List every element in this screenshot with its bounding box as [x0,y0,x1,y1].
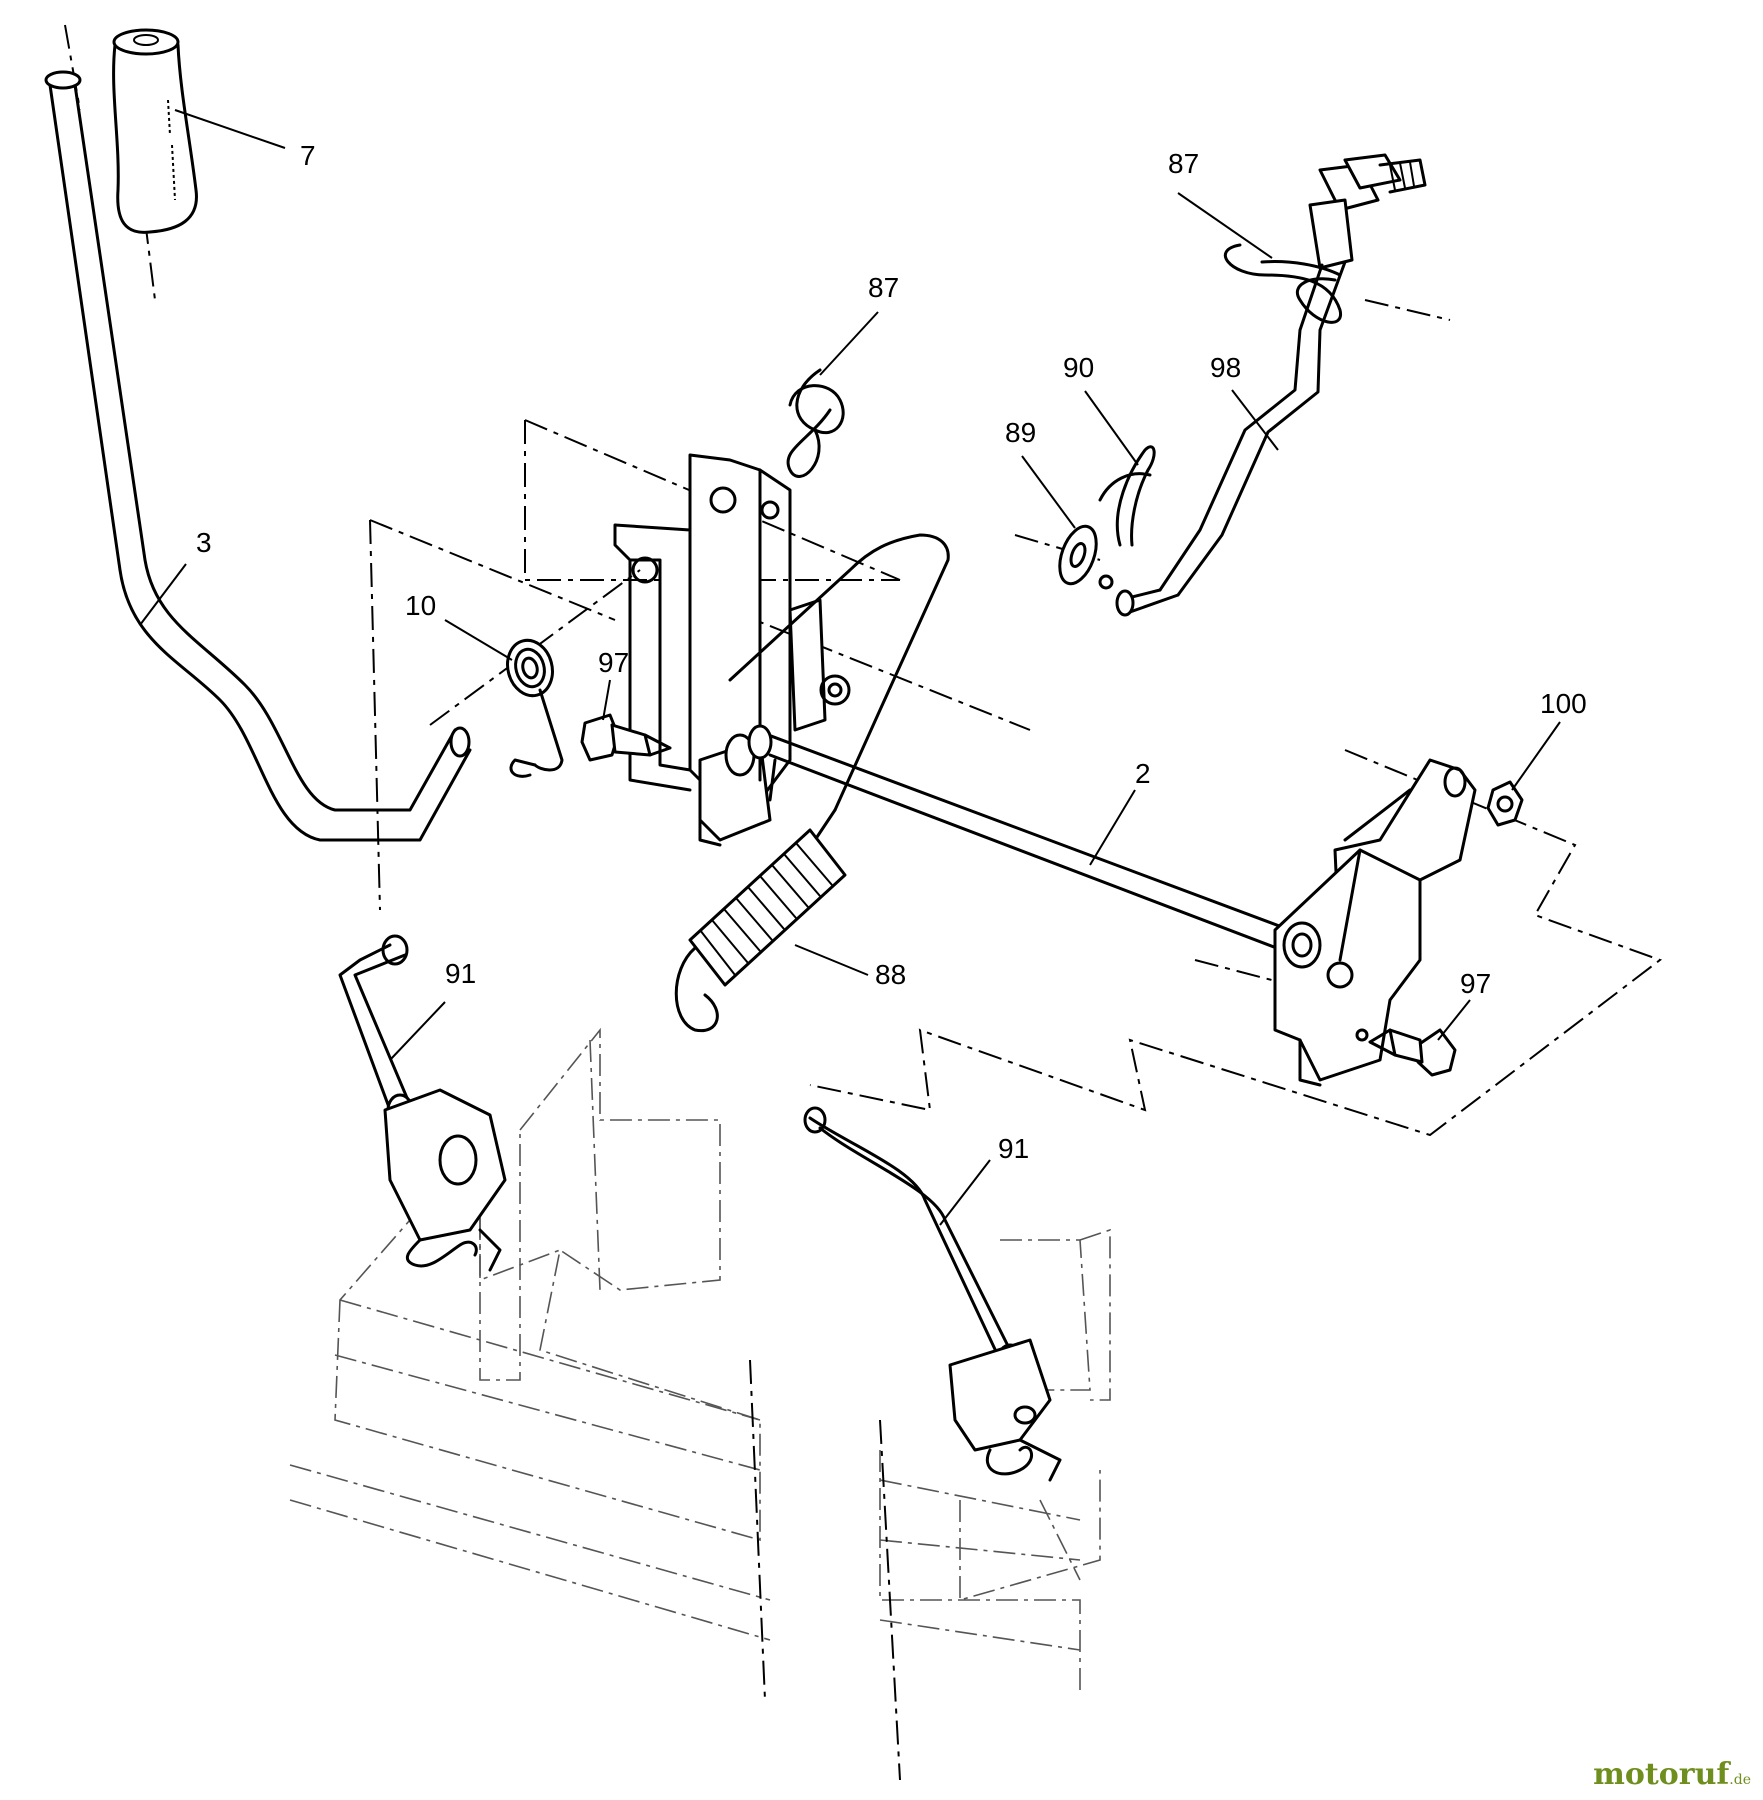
callout-91-left: 91 [445,958,476,989]
leader-lines [139,109,1561,1226]
leader-91-right [939,1159,991,1226]
leader-91-left [389,1001,446,1061]
shift-lever-rod [44,70,472,842]
mower-deck-frame-phantom [289,1027,1111,1781]
lever-grip [112,28,198,234]
leader-88 [794,944,869,976]
callout-88: 88 [875,959,906,990]
leader-3 [139,563,187,626]
leader-100 [1511,721,1561,791]
linkage-rod [1098,153,1427,617]
callout-7: 7 [300,140,316,171]
leader-90 [1084,390,1139,466]
callout-91-right: 91 [998,1133,1029,1164]
leader-97-left [602,679,611,721]
hairpin-clip-top [1224,243,1342,324]
leader-7 [174,109,286,149]
site-watermark: motoruf.de [1593,1757,1751,1792]
callout-97-left: 97 [598,647,629,678]
callout-89: 89 [1005,417,1036,448]
shoulder-bolt-right [1368,1028,1457,1077]
spring-hook-wire [728,533,950,842]
shoulder-bolt-left [580,713,672,762]
main-shaft [747,724,1297,957]
torsion-spring [506,638,564,778]
leader-89 [1021,455,1076,529]
leader-2 [1089,789,1136,866]
callout-10: 10 [405,590,436,621]
hairpin-clip-middle [786,368,845,478]
leader-10 [444,619,513,661]
cotter-pin [1098,445,1156,547]
leader-87-middle [819,311,879,376]
lift-link-right [803,1106,1062,1482]
callout-87-top: 87 [1168,148,1199,179]
callout-97-right: 97 [1460,968,1491,999]
watermark-brand: motoruf [1593,1757,1730,1792]
flat-washer [1058,524,1098,586]
callout-2: 2 [1135,758,1151,789]
callout-98: 98 [1210,352,1241,383]
callout-3: 3 [196,527,212,558]
callout-87-middle: 87 [868,272,899,303]
callout-100: 100 [1540,688,1587,719]
extension-spring [674,828,847,1033]
lock-nut [1486,780,1524,827]
leader-98 [1231,389,1279,451]
leader-97-right [1437,999,1471,1041]
part-callouts: 7 87 87 90 98 89 3 10 97 100 2 91 88 97 … [196,140,1587,1164]
leader-87-top [1177,192,1273,259]
assembly-centerlines [64,24,1663,1137]
mounting-bracket [613,453,851,847]
lift-link-left [338,934,507,1272]
lift-arm-bracket [1273,758,1477,1087]
callout-90: 90 [1063,352,1094,383]
watermark-tld: .de [1729,1772,1751,1788]
